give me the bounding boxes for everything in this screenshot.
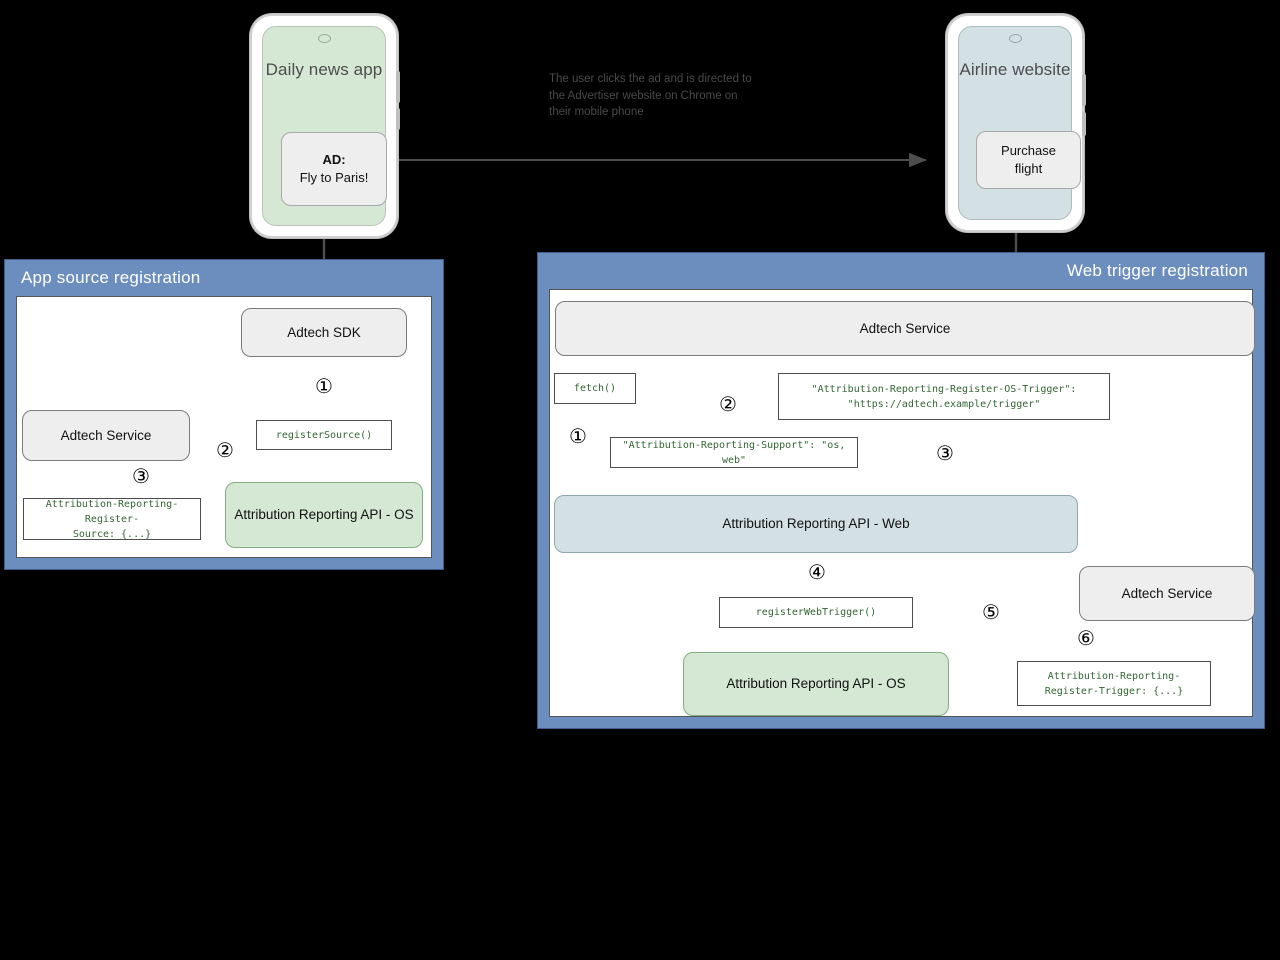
- step-marker-web-5: ⑤: [982, 600, 1000, 624]
- phone-title-right: Airline website: [959, 60, 1071, 79]
- node-label: Adtech Service: [859, 320, 951, 336]
- codebox-text: Attribution-Reporting- Register-Trigger:…: [1044, 670, 1184, 697]
- codebox-text: Attribution-Reporting-Register- Source: …: [45, 498, 179, 540]
- node-label: Adtech Service: [1121, 585, 1213, 601]
- node-label: Attribution Reporting API - OS: [234, 507, 414, 523]
- purchase-flight-line2: flight: [1014, 161, 1043, 176]
- panel-title-web-trigger: Web trigger registration: [1066, 261, 1248, 280]
- phone-screen-left: Daily news app AD: Fly to Paris!: [262, 26, 387, 226]
- node-label: Adtech SDK: [287, 324, 361, 340]
- codebox-register-web-trigger: registerWebTrigger(): [719, 597, 913, 628]
- phone-airline-website: Airline website Purchase flight: [946, 14, 1086, 232]
- node-label: Attribution Reporting API - OS: [726, 676, 906, 692]
- codebox-text: fetch(): [573, 383, 617, 394]
- phone-daily-news-app: Daily news app AD: Fly to Paris!: [250, 14, 400, 238]
- codebox-register-source: registerSource(): [256, 420, 392, 450]
- codebox-register-trigger-header: Attribution-Reporting- Register-Trigger:…: [1017, 661, 1211, 706]
- node-adtech-service-app-source[interactable]: Adtech Service: [22, 410, 190, 461]
- phone-screen-right: Airline website Purchase flight: [958, 26, 1081, 220]
- step-marker-app-3: ③: [132, 464, 150, 488]
- node-adtech-sdk[interactable]: Adtech SDK: [241, 308, 407, 357]
- codebox-fetch: fetch(): [554, 373, 636, 404]
- step-marker-web-4: ④: [808, 560, 826, 584]
- phone-button-volume-right: [1082, 74, 1086, 106]
- codebox-support-header: "Attribution-Reporting-Support": "os, we…: [610, 437, 858, 468]
- node-label: Adtech Service: [60, 427, 152, 443]
- codebox-register-source-header: Attribution-Reporting-Register- Source: …: [23, 498, 201, 540]
- node-ar-api-web[interactable]: Attribution Reporting API - Web: [554, 495, 1078, 553]
- step-marker-app-1: ①: [315, 374, 333, 398]
- phone-button-power-left: [396, 108, 400, 130]
- ad-label: AD:: [322, 152, 346, 168]
- ad-card-fly-to-paris[interactable]: AD: Fly to Paris!: [281, 132, 387, 206]
- codebox-text: registerWebTrigger(): [755, 607, 877, 618]
- step-marker-web-2: ②: [719, 392, 737, 416]
- step-marker-web-3: ③: [936, 441, 954, 465]
- codebox-os-trigger-header: "Attribution-Reporting-Register-OS-Trigg…: [778, 373, 1110, 420]
- purchase-flight-button[interactable]: Purchase flight: [976, 131, 1081, 189]
- purchase-flight-line1: Purchase: [1001, 143, 1056, 159]
- step-marker-app-2: ②: [216, 438, 234, 462]
- node-adtech-service-right[interactable]: Adtech Service: [1079, 566, 1255, 621]
- codebox-text: registerSource(): [275, 429, 373, 441]
- phone-title-left: Daily news app: [265, 60, 383, 79]
- step-marker-web-6: ⑥: [1077, 626, 1095, 650]
- panel-title-app-source: App source registration: [21, 268, 201, 287]
- camera-notch-icon: [1008, 34, 1022, 43]
- node-adtech-service-top[interactable]: Adtech Service: [555, 301, 1255, 356]
- phone-button-volume-left: [396, 71, 400, 103]
- flow-caption: The user clicks the ad and is directed t…: [549, 73, 752, 119]
- node-label: Attribution Reporting API - Web: [722, 516, 910, 532]
- node-ar-api-os-web-trigger[interactable]: Attribution Reporting API - OS: [683, 652, 949, 716]
- node-ar-api-os-app-source[interactable]: Attribution Reporting API - OS: [225, 482, 423, 548]
- step-marker-web-1: ①: [569, 424, 587, 448]
- phone-button-power-right: [1082, 112, 1086, 136]
- codebox-text: "Attribution-Reporting-Support": "os, we…: [622, 439, 846, 466]
- camera-notch-icon: [317, 34, 331, 43]
- ad-text: Fly to Paris!: [299, 170, 369, 185]
- codebox-text: "Attribution-Reporting-Register-OS-Trigg…: [811, 383, 1077, 410]
